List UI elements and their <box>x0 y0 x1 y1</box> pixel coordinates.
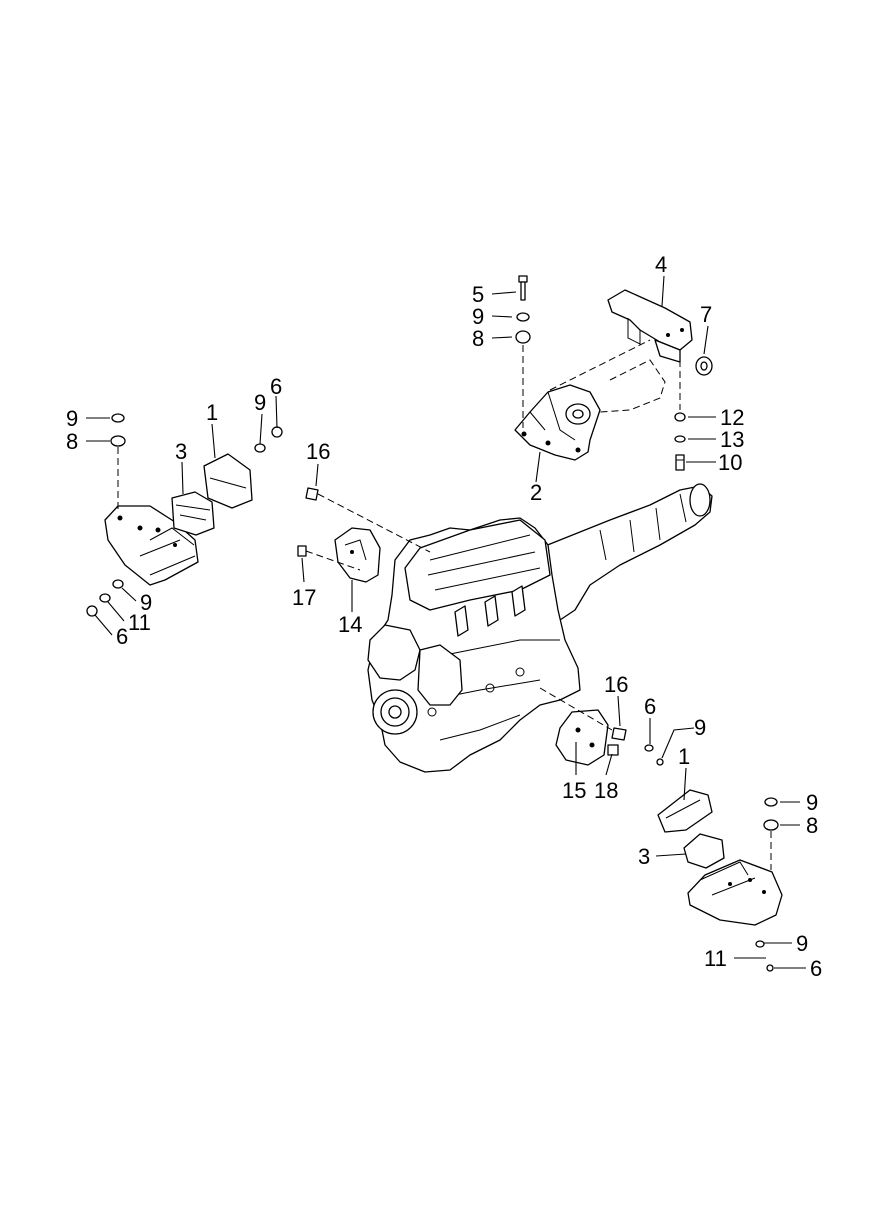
callout-12: 12 <box>720 405 744 430</box>
callout-8: 8 <box>472 326 484 351</box>
callout-11: 11 <box>704 946 727 971</box>
callout-9: 9 <box>254 390 266 415</box>
callout-1: 1 <box>206 400 218 425</box>
callout-1: 1 <box>678 744 690 769</box>
callout-14: 14 <box>338 612 362 637</box>
callout-9: 9 <box>66 406 78 431</box>
callout-18: 18 <box>594 778 618 803</box>
callout-6: 6 <box>116 624 128 649</box>
callout-3: 3 <box>638 844 650 869</box>
callout-8: 8 <box>806 813 818 838</box>
callout-3: 3 <box>175 439 187 464</box>
callout-13: 13 <box>720 427 744 452</box>
callout-5: 5 <box>472 282 484 307</box>
callout-9: 9 <box>140 590 152 615</box>
callout-6: 6 <box>644 694 656 719</box>
callout-9: 9 <box>806 790 818 815</box>
callout-6: 6 <box>810 956 822 981</box>
callout-2: 2 <box>530 480 542 505</box>
callout-9: 9 <box>694 715 706 740</box>
callout-17: 17 <box>292 585 316 610</box>
mount-insulator-icon <box>297 487 627 766</box>
mount-bracket-icon <box>86 413 283 617</box>
callout-10: 10 <box>718 450 742 475</box>
mount-insulator-icon <box>644 744 783 972</box>
callout-7: 7 <box>700 302 712 327</box>
callout-8: 8 <box>66 429 78 454</box>
callout-16: 16 <box>306 439 330 464</box>
callout-labels: 5 9 8 4 7 12 13 10 2 9 8 1 3 9 6 9 11 6 … <box>66 252 822 981</box>
engine-assembly-icon <box>367 483 713 773</box>
leader-lines <box>86 275 806 969</box>
callout-6: 6 <box>270 374 282 399</box>
callout-16: 16 <box>604 672 628 697</box>
callout-11: 11 <box>128 610 151 635</box>
crossmember-icon <box>514 275 713 471</box>
callout-15: 15 <box>562 778 586 803</box>
callout-9: 9 <box>472 304 484 329</box>
callout-4: 4 <box>655 252 667 277</box>
callout-9: 9 <box>796 931 808 956</box>
